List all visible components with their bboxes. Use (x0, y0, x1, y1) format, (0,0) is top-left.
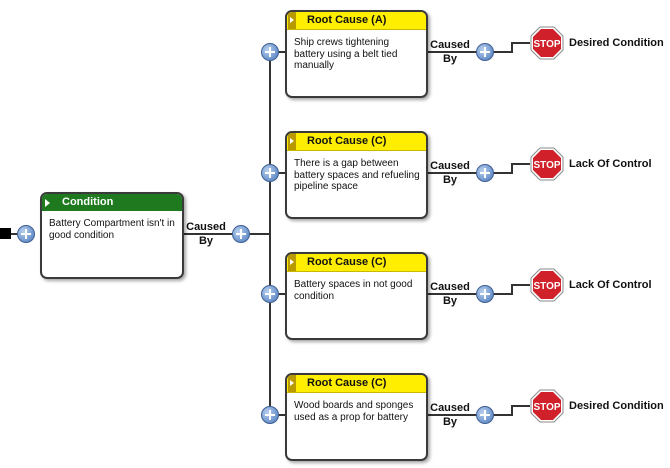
root-cause-text: Wood boards and sponges used as a prop f… (294, 400, 414, 423)
caused-by-label: Caused By (426, 280, 474, 308)
stop-sign-icon: STOP (530, 389, 564, 423)
stop-sign-icon: STOP (530, 268, 564, 302)
stop-sign-icon: STOP (530, 26, 564, 60)
root-cause-header: Root Cause (C) (287, 133, 426, 151)
condition-text: Battery Compartment isn't in good condit… (49, 218, 175, 241)
root-cause-node[interactable]: Root Cause (C) Battery spaces in not goo… (285, 252, 428, 340)
root-cause-node[interactable]: Root Cause (A) Ship crews tightening bat… (285, 10, 428, 98)
root-cause-node[interactable]: Root Cause (C) There is a gap between ba… (285, 131, 428, 219)
by-word: By (442, 174, 458, 186)
root-cause-title: Root Cause (C) (307, 377, 387, 389)
by-word: By (198, 235, 214, 247)
condition-node[interactable]: Condition Battery Compartment isn't in g… (40, 192, 184, 279)
root-cause-text: Battery spaces in not good condition (294, 279, 413, 302)
caused-word: Caused (430, 281, 470, 293)
end-state-label: Desired Condition (569, 37, 664, 49)
end-state-label: Lack Of Control (569, 158, 652, 170)
condition-title: Condition (62, 196, 114, 208)
root-cause-node[interactable]: Root Cause (C) Wood boards and sponges u… (285, 373, 428, 461)
stop-text: STOP (533, 281, 560, 292)
add-cause-plus-icon[interactable] (476, 164, 494, 182)
add-cause-plus-icon[interactable] (476, 406, 494, 424)
add-cause-plus-icon[interactable] (476, 285, 494, 303)
collapse-triangle-icon[interactable] (288, 254, 296, 271)
branch-plus-icon[interactable] (261, 43, 279, 61)
end-state-label: Lack Of Control (569, 279, 652, 291)
branch-plus-icon[interactable] (261, 406, 279, 424)
root-cause-header: Root Cause (C) (287, 254, 426, 272)
root-cause-header: Root Cause (C) (287, 375, 426, 393)
caused-word: Caused (430, 160, 470, 172)
caused-by-label: Caused By (183, 220, 229, 248)
condition-header: Condition (42, 194, 182, 211)
root-cause-title: Root Cause (C) (307, 135, 387, 147)
collapse-triangle-icon[interactable] (45, 199, 50, 207)
stop-text: STOP (533, 402, 560, 413)
by-word: By (442, 53, 458, 65)
by-word: By (442, 295, 458, 307)
caused-by-label: Caused By (426, 38, 474, 66)
caused-word: Caused (186, 221, 226, 233)
add-cause-plus-icon[interactable] (232, 225, 250, 243)
caused-word: Caused (430, 39, 470, 51)
caused-by-label: Caused By (426, 401, 474, 429)
collapse-triangle-icon[interactable] (288, 133, 296, 150)
end-state-label: Desired Condition (569, 400, 664, 412)
root-cause-title: Root Cause (A) (307, 14, 387, 26)
root-cause-text: There is a gap between battery spaces an… (294, 158, 420, 192)
root-cause-title: Root Cause (C) (307, 256, 387, 268)
collapse-triangle-icon[interactable] (288, 375, 296, 392)
stop-text: STOP (533, 39, 560, 50)
caused-by-label: Caused By (426, 159, 474, 187)
stop-sign-icon: STOP (530, 147, 564, 181)
branch-plus-icon[interactable] (261, 285, 279, 303)
add-cause-plus-icon[interactable] (476, 43, 494, 61)
expand-left-plus-icon[interactable] (17, 225, 35, 243)
stop-text: STOP (533, 160, 560, 171)
caused-word: Caused (430, 402, 470, 414)
branch-plus-icon[interactable] (261, 164, 279, 182)
root-cause-header: Root Cause (A) (287, 12, 426, 30)
by-word: By (442, 416, 458, 428)
collapse-marker[interactable] (0, 228, 11, 239)
collapse-triangle-icon[interactable] (288, 12, 296, 29)
root-cause-text: Ship crews tightening battery using a be… (294, 37, 398, 71)
